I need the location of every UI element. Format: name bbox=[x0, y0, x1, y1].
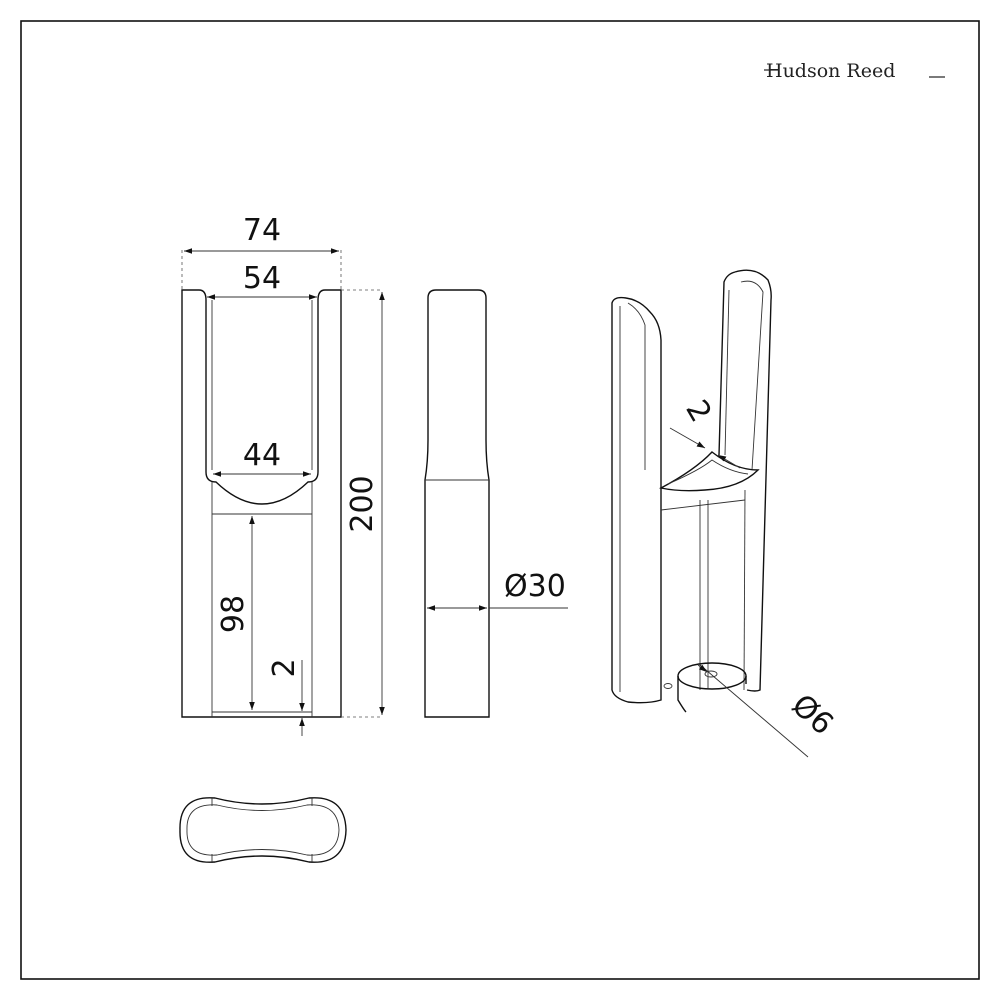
dim-2-front-label: 2 bbox=[267, 658, 302, 677]
dim-2-iso-label: 2 bbox=[678, 394, 718, 428]
top-view bbox=[179, 797, 347, 863]
dim-pipe-diameter: Ø30 bbox=[427, 569, 568, 611]
dim-74-label: 74 bbox=[243, 213, 281, 248]
brand-name: Hudson Reed bbox=[766, 60, 895, 82]
dim-inner-width: 54 bbox=[207, 261, 317, 300]
dim-200-label: 200 bbox=[345, 475, 380, 532]
dim-height: 200 bbox=[345, 292, 385, 715]
dim-44-label: 44 bbox=[243, 438, 281, 473]
dim-98-label: 98 bbox=[216, 595, 251, 633]
dim-lower-length: 98 bbox=[216, 516, 255, 710]
sheet-border bbox=[20, 20, 980, 980]
dim-wall-thickness-front: 2 bbox=[267, 658, 305, 736]
side-view bbox=[424, 289, 490, 718]
front-view bbox=[181, 250, 382, 718]
dim-cradle-width: 44 bbox=[213, 438, 311, 477]
dim-wall-thickness-iso: 2 bbox=[669, 394, 741, 469]
isometric-view bbox=[611, 269, 772, 713]
dim-overall-width: 74 bbox=[184, 213, 339, 254]
brand-logo: Hudson Reed bbox=[764, 60, 945, 82]
dim-diameter-30-label: Ø30 bbox=[504, 569, 566, 604]
dim-54-label: 54 bbox=[243, 261, 281, 296]
dim-diameter-6-label: Ø6 bbox=[785, 688, 840, 743]
dim-hole-diameter: Ø6 bbox=[697, 663, 840, 758]
